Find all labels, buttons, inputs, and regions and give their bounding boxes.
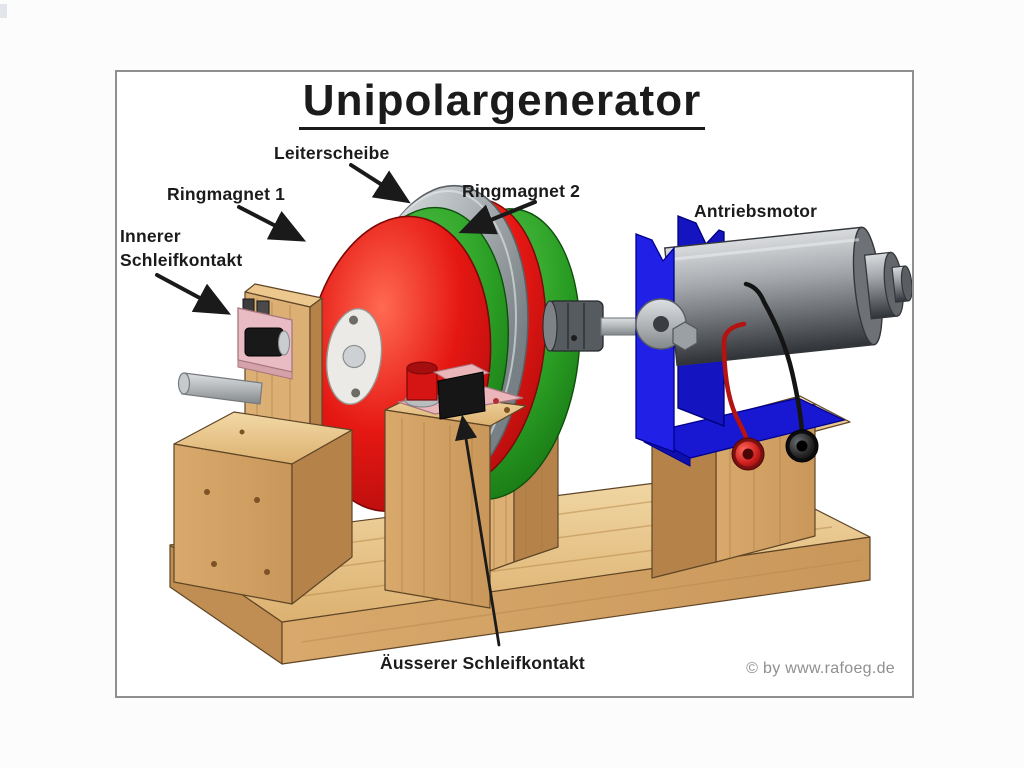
arrow-innerer-schleifkontakt — [155, 273, 232, 315]
wire-black — [743, 281, 805, 441]
hub-bolt-hole-top — [349, 315, 359, 325]
label-ringmagnet-2: Ringmagnet 2 — [462, 181, 581, 201]
arrow-ringmagnet-2 — [458, 200, 537, 235]
contact-brush-black — [244, 327, 284, 357]
arrow-ringmagnet-1 — [237, 205, 307, 242]
label-antriebsmotor: Antriebsmotor — [694, 201, 818, 221]
wire-red — [721, 321, 751, 449]
title-wrap: Unipolargenerator — [264, 76, 740, 130]
dowel-holes — [204, 429, 270, 575]
outer-contact-screw — [493, 398, 499, 404]
copyright-text: © by www.rafoeg.de — [746, 660, 895, 677]
outer-sliding-contact — [397, 361, 524, 420]
label-aeusserer-schleifkontakt: Äusserer Schleifkontakt — [380, 653, 585, 673]
arrow-leiterscheibe — [349, 163, 411, 204]
inner-sliding-contact — [237, 298, 293, 380]
hub-shaft-end — [342, 344, 366, 369]
contact-bracket-lip — [237, 359, 293, 380]
label-ringmagnet-1: Ringmagnet 1 — [167, 184, 286, 204]
label-leiterscheibe: Leiterscheibe — [274, 143, 390, 163]
motor-coupling-flange — [635, 298, 698, 351]
diagram-title: Unipolargenerator — [298, 76, 706, 130]
coupling-hex-nut — [672, 321, 698, 351]
arrow-aeusserer-schleifkontakt — [455, 414, 501, 647]
label-innerer-schleifkontakt: Innerer Schleifkontakt — [120, 224, 242, 272]
hub-flange — [325, 308, 383, 405]
diagram-frame: Unipolargenerator Leiterscheibe Ringmagn… — [115, 70, 914, 698]
diagram-canvas — [155, 163, 912, 665]
left-block-front-face — [173, 443, 293, 605]
jack-red — [731, 437, 765, 471]
left-shaft — [177, 372, 263, 405]
center-block-front-face — [384, 409, 491, 609]
scan-artifact — [0, 4, 7, 18]
left-block-side-face — [291, 429, 353, 605]
drive-motor — [663, 226, 912, 367]
shaft-coupling-assembly — [542, 300, 652, 352]
label-innerer-line2: Schleifkontakt — [120, 250, 243, 270]
annotation-arrows — [155, 163, 537, 647]
label-innerer-line1: Innerer — [120, 226, 181, 246]
contact-brush-cap — [278, 330, 290, 356]
outer-contact-brush-black — [432, 363, 491, 420]
hub-bolt-hole-bottom — [351, 388, 361, 398]
outer-contact-post-red — [404, 361, 440, 408]
left-support-block — [173, 411, 353, 605]
jack-black — [785, 429, 819, 463]
